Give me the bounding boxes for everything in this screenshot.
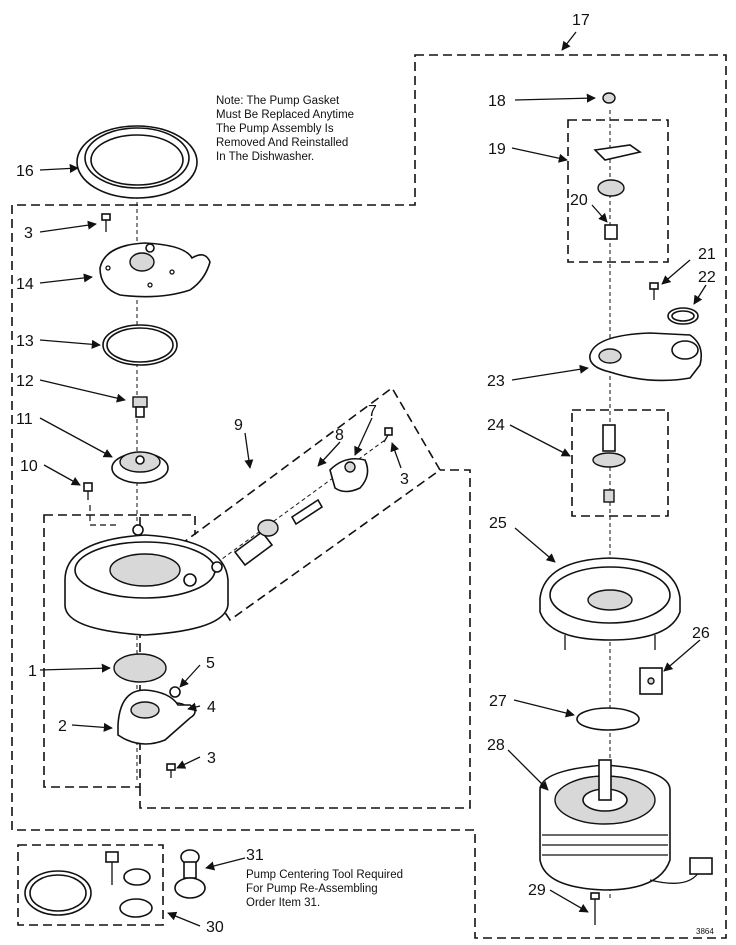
callout-5: 5	[206, 655, 215, 672]
impeller-part	[111, 451, 169, 484]
screw-part	[101, 213, 111, 232]
callout-7: 7	[368, 403, 377, 420]
callout-3: 3	[207, 750, 216, 767]
callout-31: 31	[246, 847, 264, 864]
outline-pump-housing	[139, 469, 471, 809]
motor-part	[539, 759, 713, 891]
outline-item-17	[11, 54, 727, 939]
tool-note-line: Order Item 31.	[246, 897, 320, 909]
outline-item-24	[571, 409, 669, 517]
callout-16: 16	[16, 163, 34, 180]
callout-23: 23	[487, 373, 505, 390]
washer-part	[602, 92, 616, 104]
note-line: Must Be Replaced Anytime	[216, 109, 354, 121]
callout-13: 13	[16, 333, 34, 350]
callout-17: 17	[572, 12, 590, 29]
callout-3: 3	[24, 225, 33, 242]
callout-21: 21	[698, 246, 716, 263]
screw-part	[166, 763, 176, 778]
screw-part	[649, 282, 659, 300]
outline-item-19	[567, 119, 669, 263]
tool-note-line: Pump Centering Tool Required	[246, 869, 403, 881]
ball-part	[169, 686, 181, 698]
callout-25: 25	[489, 515, 507, 532]
callout-26: 26	[692, 625, 710, 642]
leader-lines	[39, 31, 707, 927]
check-valve-housing-part	[117, 689, 196, 745]
seal-assembly-part	[593, 144, 642, 240]
callout-10: 10	[20, 458, 38, 475]
callout-27: 27	[489, 693, 507, 710]
bolt-part	[590, 892, 600, 925]
callout-1: 1	[28, 663, 37, 680]
callout-28: 28	[487, 737, 505, 754]
callout-30: 30	[206, 919, 224, 936]
tool-note-line: For Pump Re-Assembling	[246, 883, 378, 895]
terminal-block-part	[639, 667, 663, 695]
outline-item-30	[17, 844, 164, 926]
callout-labels: 16 3 14 13 12 11 10 1 2 5 4 3 9 8 7 3 17…	[16, 12, 716, 936]
callout-29: 29	[528, 882, 546, 899]
outline-inner-left	[43, 514, 141, 788]
impeller-housing-part	[99, 242, 211, 298]
callout-19: 19	[488, 141, 506, 158]
callout-18: 18	[488, 93, 506, 110]
callout-9: 9	[234, 417, 243, 434]
callout-20: 20	[570, 192, 588, 209]
outline-left-connector	[89, 505, 120, 526]
filter-part	[113, 653, 167, 683]
note-line: In The Dishwasher.	[216, 151, 314, 163]
note-line: Note: The Pump Gasket	[216, 95, 340, 107]
callout-8: 8	[335, 427, 344, 444]
drawing-code: 3864	[696, 927, 714, 936]
callout-2: 2	[58, 718, 67, 735]
pump-gasket-part	[76, 125, 198, 199]
screw-part	[83, 482, 93, 500]
callout-4: 4	[207, 699, 216, 716]
centering-tool-part	[174, 849, 206, 899]
callout-12: 12	[16, 373, 34, 390]
screw-part	[383, 427, 393, 443]
pump-housing-part	[64, 524, 229, 636]
note-line: The Pump Assembly Is	[216, 123, 334, 135]
motor-mount-part	[539, 557, 681, 650]
callout-11: 11	[16, 411, 33, 428]
drain-valve-part	[211, 457, 369, 573]
centering-tool-note: Pump Centering Tool Required For Pump Re…	[246, 869, 403, 909]
shield-disc-part	[576, 707, 640, 731]
o-ring-part	[102, 324, 178, 366]
callout-14: 14	[16, 276, 34, 293]
gasket-note: Note: The Pump Gasket Must Be Replaced A…	[216, 95, 354, 163]
callout-24: 24	[487, 417, 505, 434]
callout-3: 3	[400, 471, 409, 488]
bolt-part	[132, 396, 148, 418]
note-line: Removed And Reinstalled	[216, 137, 348, 149]
gasket-kit-part	[24, 851, 153, 918]
seal-plate-part	[589, 332, 703, 382]
gasket-ring-part	[667, 307, 699, 325]
motor-shaft-part	[592, 424, 626, 503]
callout-22: 22	[698, 269, 716, 286]
